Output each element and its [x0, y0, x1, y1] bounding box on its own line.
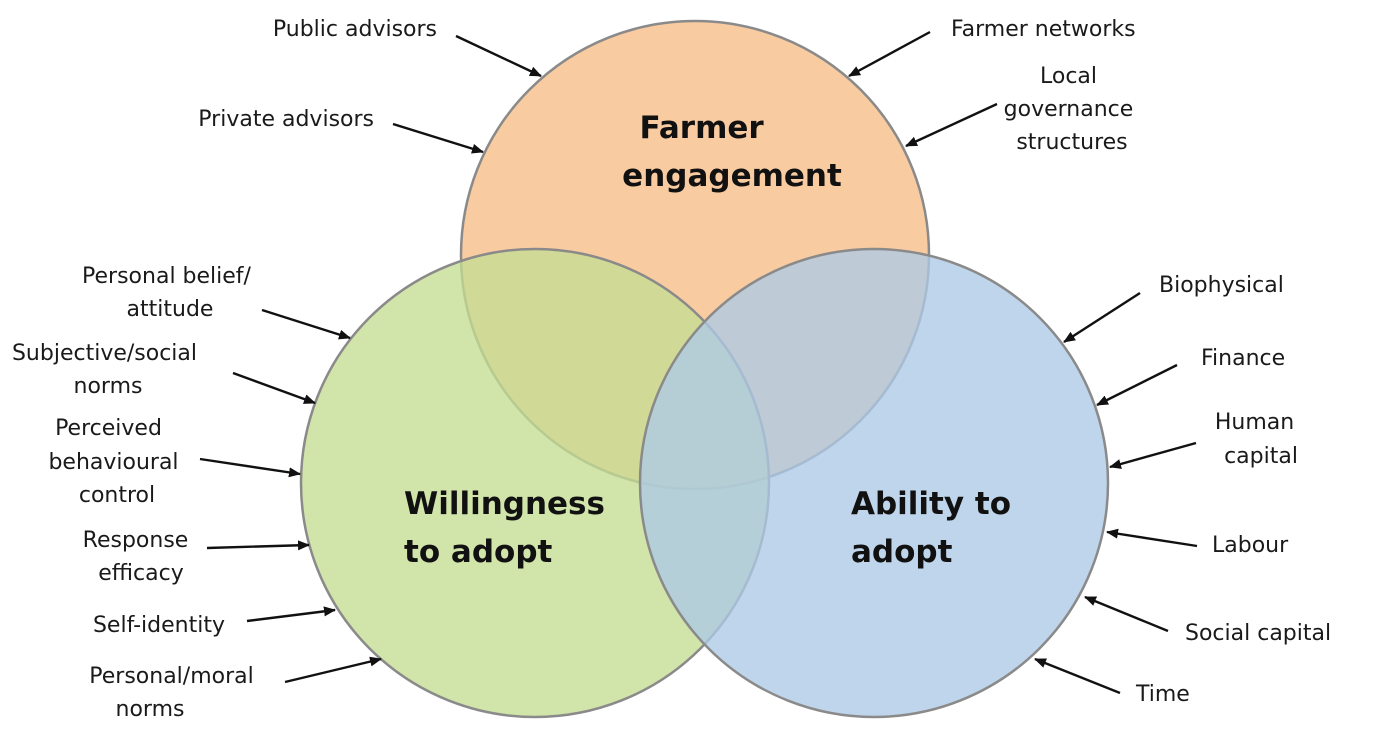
arrow-perceived-behavioural-control	[199, 457, 301, 478]
arrow-biophysical	[1063, 291, 1141, 344]
factor-self-identity: Self-identity	[93, 613, 225, 638]
factor-farmer-networks: Farmer networks	[951, 17, 1136, 42]
factor-human-capital: Human capital	[1215, 410, 1301, 469]
arrow-public-advisors	[455, 34, 542, 78]
arrow-response-efficacy	[206, 540, 310, 551]
factor-subjective-social-norms: Subjective/social norms	[12, 341, 204, 399]
farmer-engagement-title: Farmer engagement	[622, 110, 842, 194]
factor-biophysical: Biophysical	[1159, 273, 1284, 298]
factor-response-efficacy: Response efficacy	[83, 528, 196, 586]
factor-finance: Finance	[1201, 346, 1285, 371]
factor-social-capital: Social capital	[1185, 621, 1331, 646]
ability-to-adopt-title: Ability to adopt	[851, 486, 1022, 570]
arrow-social-capital	[1084, 595, 1169, 633]
willingness-to-adopt-title: Willingness to adopt	[404, 486, 616, 570]
factor-public-advisors: Public advisors	[273, 17, 437, 42]
factor-time: Time	[1135, 682, 1190, 707]
factor-personal-moral-norms: Personal/moral norms	[89, 664, 260, 722]
arrow-time	[1034, 657, 1121, 695]
arrow-labour	[1106, 528, 1198, 548]
arrow-human-capital	[1109, 441, 1197, 469]
factor-local-governance-structures: Local governance structures	[1004, 64, 1141, 155]
factor-private-advisors: Private advisors	[198, 107, 374, 132]
factor-personal-belief-attitude: Personal belief/ attitude	[82, 264, 258, 322]
factor-labour: Labour	[1212, 533, 1289, 558]
arrow-subjective-social-norms	[232, 371, 316, 405]
arrow-local-governance-structures	[905, 102, 998, 148]
arrow-self-identity	[246, 606, 336, 623]
arrow-farmer-networks	[848, 30, 931, 78]
arrow-finance	[1096, 363, 1178, 407]
arrow-personal-belief-attitude	[261, 308, 351, 340]
arrow-personal-moral-norms	[284, 656, 382, 684]
factor-perceived-behavioural-control: Perceived behavioural control	[48, 416, 185, 508]
arrow-private-advisors	[392, 122, 484, 154]
ability-to-adopt-circle	[638, 247, 1110, 719]
